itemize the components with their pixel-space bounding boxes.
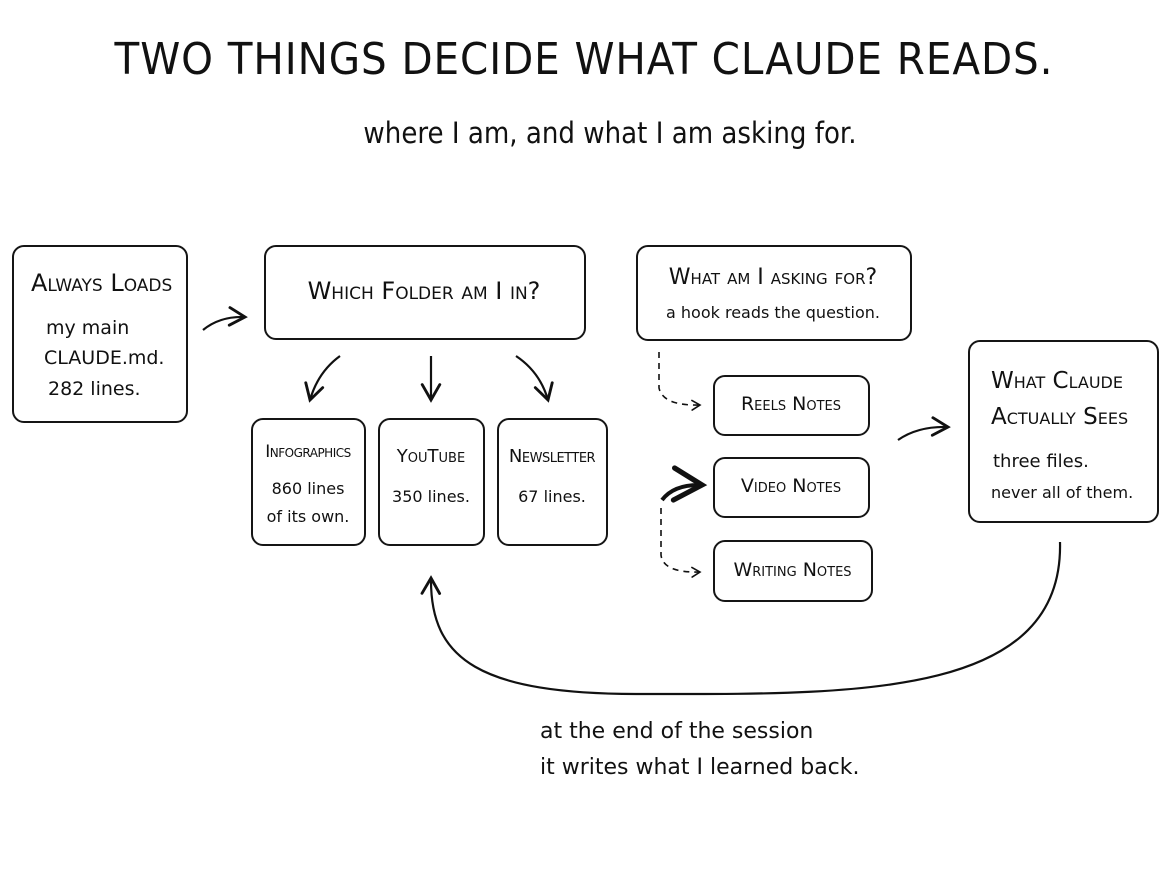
diagram-title: TWO THINGS DECIDE WHAT CLAUDE READS. — [114, 34, 1054, 85]
newsletter-line-1: 67 lines. — [518, 487, 586, 506]
loop-caption-line-2: it writes what I learned back. — [540, 755, 860, 780]
claude-sees-heading-2: Actually Sees — [991, 404, 1129, 430]
always-loads-heading: Always Loads — [31, 269, 173, 297]
always-loads-box: Always Loads my main CLAUDE.md. 282 line… — [12, 245, 188, 423]
always-loads-line-3: 282 lines. — [48, 378, 141, 400]
youtube-name: YouTube — [396, 446, 466, 467]
claude-sees-heading-1: What Claude — [991, 368, 1123, 394]
which-folder-question: Which Folder am I in? — [307, 277, 541, 305]
arrow-folder-to-newsletter — [515, 355, 554, 403]
newsletter-name: Newsletter — [508, 446, 596, 467]
youtube-box: YouTube 350 lines. — [378, 418, 485, 546]
which-folder-box: Which Folder am I in? — [264, 245, 586, 340]
video-notes-label: Video Notes — [740, 475, 842, 497]
video-notes-box: Video Notes — [713, 457, 870, 518]
always-loads-line-2: CLAUDE.md. — [44, 347, 165, 369]
writing-notes-label: Writing Notes — [733, 559, 852, 581]
asking-question: What am I asking for? — [668, 265, 878, 290]
infographics-line-2: of its own. — [266, 507, 350, 526]
writing-notes-box: Writing Notes — [713, 540, 873, 602]
arrow-notes-to-sees — [897, 416, 951, 441]
reels-notes-label: Reels Notes — [740, 393, 841, 415]
claude-sees-box: What Claude Actually Sees three files. n… — [968, 340, 1159, 523]
infographics-line-1: 860 lines — [271, 479, 345, 498]
arrow-to-video-notes — [660, 465, 708, 503]
always-loads-line-1: my main — [46, 317, 130, 339]
asking-box: What am I asking for? a hook reads the q… — [636, 245, 912, 341]
loop-caption-line-1: at the end of the session — [540, 719, 814, 744]
arrow-folder-to-infographics — [304, 355, 341, 403]
arrow-to-writing-notes — [660, 508, 702, 578]
infographics-name: Infographics — [265, 442, 351, 462]
arrow-always-to-folder — [202, 306, 248, 331]
reels-notes-box: Reels Notes — [713, 375, 870, 436]
newsletter-box: Newsletter 67 lines. — [497, 418, 608, 546]
arrow-asking-to-reels — [658, 352, 702, 411]
claude-sees-line-2: never all of them. — [991, 483, 1134, 502]
infographics-box: Infographics 860 lines of its own. — [251, 418, 366, 546]
asking-note: a hook reads the question. — [666, 303, 880, 322]
diagram-subtitle: where I am, and what I am asking for. — [363, 116, 857, 150]
claude-sees-line-1: three files. — [993, 451, 1089, 472]
youtube-line-1: 350 lines. — [392, 487, 470, 506]
